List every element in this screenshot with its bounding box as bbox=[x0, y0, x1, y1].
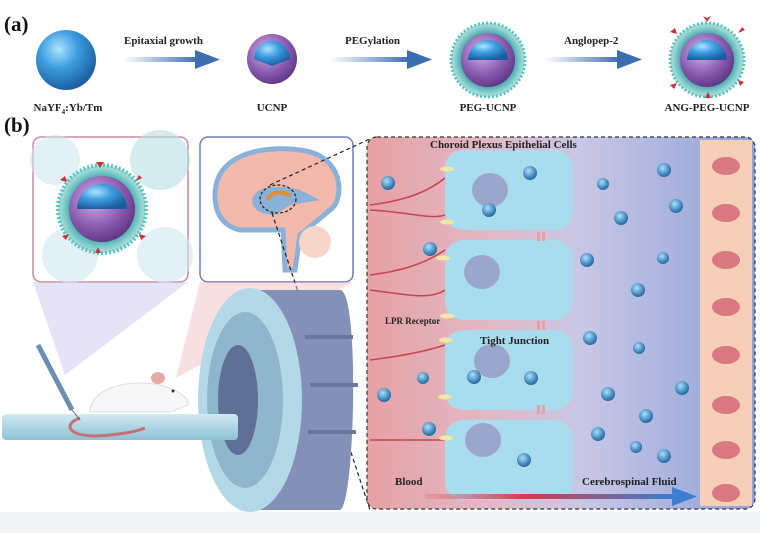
label-nayf4: NaYF4:Yb/Tm bbox=[18, 102, 118, 116]
mri-scanner bbox=[198, 288, 358, 512]
label-peg-ucnp: PEG-UCNP bbox=[459, 102, 517, 114]
ependymal-cells bbox=[700, 140, 752, 506]
label-tight-junction: Tight Junction bbox=[480, 335, 550, 347]
particle-ang-peg-ucnp bbox=[668, 16, 746, 99]
epithelial-cells bbox=[436, 150, 573, 500]
label-nayf4-rest: :Yb/Tm bbox=[65, 102, 103, 114]
mouse bbox=[68, 372, 189, 438]
inset-brain bbox=[199, 136, 354, 283]
label-choroid-plexus: Choroid Plexus Epithelial Cells bbox=[430, 139, 577, 151]
step-label-anglopep: Anglopep-2 bbox=[564, 35, 619, 47]
inset-nanoparticle bbox=[30, 130, 193, 283]
particle-core bbox=[36, 30, 96, 90]
step-label-epitaxial: Epitaxial growth bbox=[124, 35, 203, 47]
label-ucnp: UCNP bbox=[256, 102, 288, 114]
cone-syringe bbox=[33, 282, 188, 375]
label-csf: Cerebrospinal Fluid bbox=[582, 476, 677, 488]
panel-label-a: (a) bbox=[4, 12, 29, 36]
label-nayf4-sub: 4 bbox=[61, 108, 66, 117]
syringe bbox=[35, 343, 81, 421]
particle-peg-ucnp bbox=[449, 21, 527, 99]
mri-table bbox=[2, 414, 238, 440]
step-label-pegylation: PEGylation bbox=[345, 35, 401, 47]
viewer-bottom-strip bbox=[0, 512, 760, 533]
label-ang-peg-ucnp: ANG-PEG-UCNP bbox=[664, 102, 750, 114]
nanoparticles-cells bbox=[377, 163, 689, 467]
label-nayf4-main: NaYF bbox=[33, 102, 62, 114]
arrow-step-1 bbox=[123, 50, 220, 69]
label-blood: Blood bbox=[395, 476, 423, 488]
arrow-step-3 bbox=[545, 50, 642, 69]
arrow-step-2 bbox=[330, 50, 432, 69]
leader-line-top bbox=[269, 137, 373, 186]
particle-ucnp bbox=[247, 34, 297, 84]
flow-arrow bbox=[425, 487, 697, 506]
label-lpr-receptor: LPR Receptor bbox=[385, 316, 441, 326]
panel-label-b: (b) bbox=[4, 113, 30, 137]
